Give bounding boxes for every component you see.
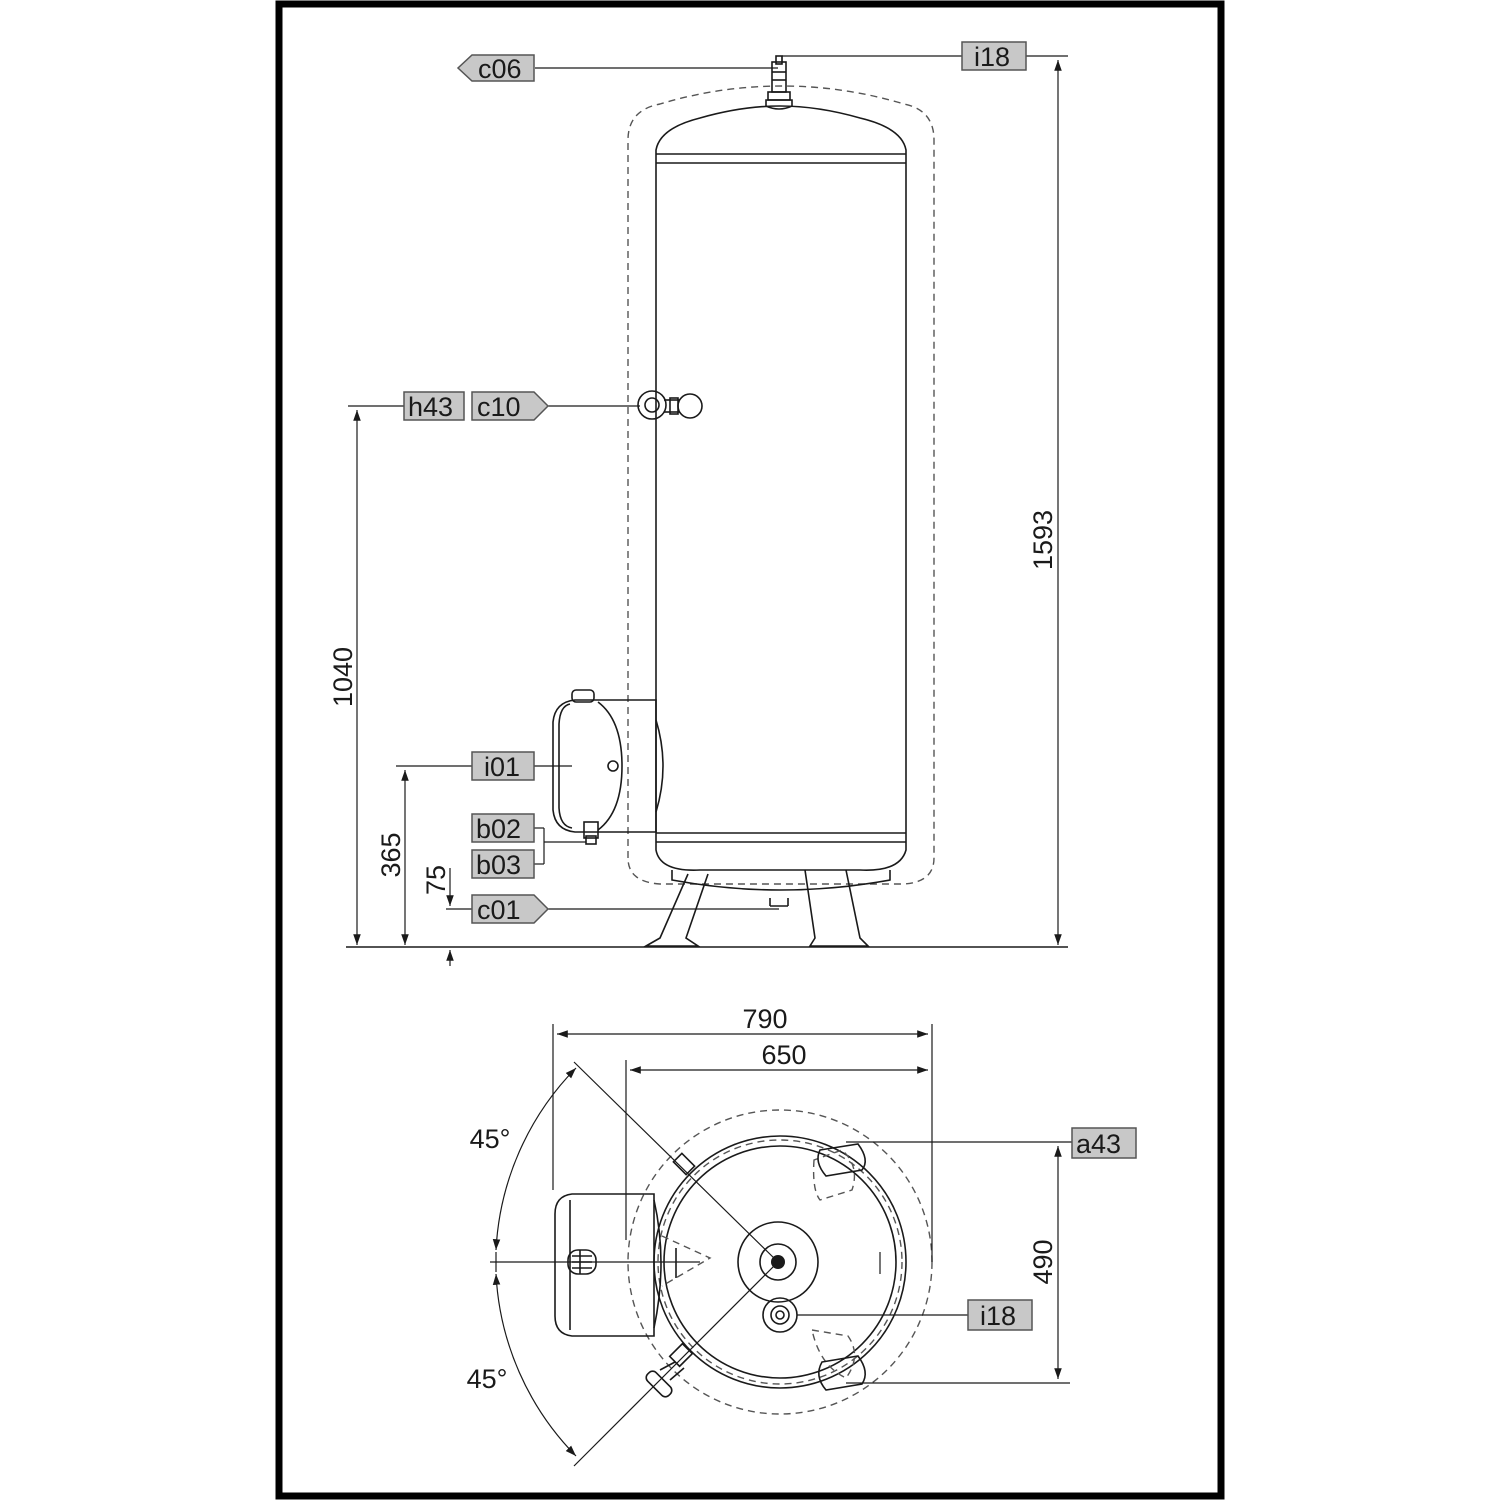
tag-c06: c06 (456, 54, 535, 84)
side-fitting-c10 (637, 390, 703, 420)
central-nozzle (737, 1221, 819, 1303)
foot-top-right (812, 1149, 856, 1201)
tag-h43-text: h43 (408, 392, 453, 422)
tag-i18-bottom-text: i18 (980, 1301, 1016, 1331)
dim-width-inner: 650 (761, 1040, 806, 1070)
tag-c01-text: c01 (477, 895, 521, 925)
i18-nozzle (762, 1297, 798, 1333)
tank-shell (655, 105, 907, 871)
tag-i18-bottom: i18 (967, 1299, 1033, 1331)
tag-c10-text: c10 (477, 392, 521, 422)
dim-width-outer: 790 (742, 1004, 787, 1034)
tag-b03: b03 (471, 849, 535, 880)
dim-height-c10: 1040 (328, 647, 358, 707)
foot-left (661, 1235, 712, 1287)
tag-c10: c10 (471, 391, 550, 422)
insulation-outline (627, 85, 935, 885)
tag-i01: i01 (471, 751, 535, 782)
tag-b02-text: b02 (476, 814, 521, 844)
tag-c01: c01 (471, 894, 550, 925)
tag-a43-text: a43 (1076, 1129, 1121, 1159)
tag-b02: b02 (471, 813, 535, 844)
drain-valve (645, 1342, 694, 1398)
drawing-frame (275, 0, 1225, 1500)
tag-b03-text: b03 (476, 850, 521, 880)
tank-leg-back (804, 869, 870, 947)
foot-bottom-right (811, 1329, 856, 1379)
tag-h43: h43 (403, 391, 465, 422)
tag-i18-top-text: i18 (974, 42, 1010, 72)
tag-i18-top: i18 (961, 41, 1027, 72)
dim-angle-top: 45° (470, 1124, 511, 1154)
heater-housing-side (552, 689, 664, 845)
tank-leg-front (642, 873, 709, 947)
top-valve (765, 55, 793, 110)
tag-c06-text: c06 (478, 54, 522, 84)
side-view (346, 55, 1068, 966)
tag-a43: a43 (1071, 1127, 1137, 1159)
tag-i01-text: i01 (484, 752, 520, 782)
dim-angle-bottom: 45° (467, 1364, 508, 1394)
dim-height-i01: 365 (376, 832, 406, 877)
dim-depth-feet: 490 (1028, 1239, 1058, 1284)
dim-height-c01: 75 (421, 865, 451, 895)
dim-height-total: 1593 (1028, 510, 1058, 570)
heater-housing-top (554, 1193, 662, 1337)
top-view (490, 1024, 1072, 1467)
